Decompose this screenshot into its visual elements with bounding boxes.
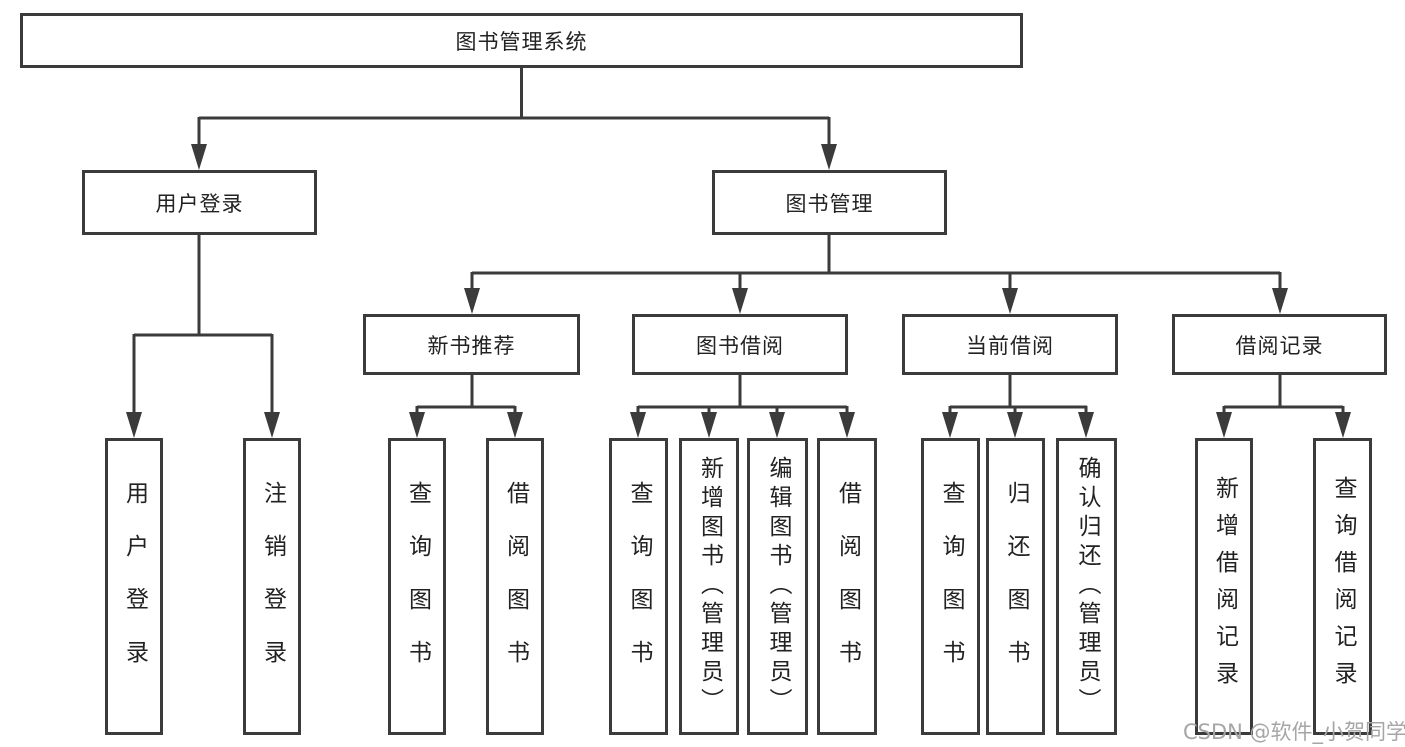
leaf-borrow-edit-books-admin: 编辑图书（管理员） (747, 438, 808, 735)
leaf-current-query-books: 查询图书 (921, 438, 980, 735)
leaf-current-confirm-return-admin: 确认归还（管理员） (1056, 438, 1117, 735)
leaf-borrow-query-books: 查询图书 (609, 438, 668, 735)
leaf-logout: 注销登录 (243, 438, 301, 735)
node-root: 图书管理系统 (20, 13, 1023, 68)
leaf-borrow-add-books-admin-label: 新增图书（管理员） (696, 456, 723, 717)
node-current-borrow: 当前借阅 (902, 314, 1118, 375)
leaf-records-query-record-label: 查询借阅记录 (1330, 475, 1356, 698)
node-book-management-label: 图书管理 (785, 191, 874, 216)
node-user-login-label: 用户登录 (155, 191, 244, 216)
leaf-records-query-record: 查询借阅记录 (1313, 438, 1372, 735)
node-current-borrow-label: 当前借阅 (966, 333, 1054, 358)
leaf-logout-label: 注销登录 (259, 480, 286, 693)
leaf-current-confirm-return-admin-label: 确认归还（管理员） (1074, 456, 1100, 717)
leaf-borrow-borrow-books-label: 借阅图书 (834, 480, 861, 693)
leaf-borrow-borrow-books: 借阅图书 (817, 438, 877, 735)
leaf-borrow-edit-books-admin-label: 编辑图书（管理员） (765, 456, 791, 717)
node-root-label: 图书管理系统 (455, 29, 588, 54)
leaf-borrow-query-books-label: 查询图书 (626, 480, 652, 693)
arrowheads (126, 144, 1351, 438)
leaf-user-login: 用户登录 (105, 438, 163, 735)
node-book-borrow-label: 图书借阅 (696, 333, 784, 358)
node-borrow-records: 借阅记录 (1172, 314, 1387, 375)
leaf-current-return-books-label: 归还图书 (1003, 480, 1029, 693)
leaf-borrow-add-books-admin: 新增图书（管理员） (679, 438, 739, 735)
leaf-user-login-label: 用户登录 (121, 480, 148, 693)
watermark: CSDN @软件_小贺同学 (1183, 720, 1405, 744)
node-new-book-recommend: 新书推荐 (363, 314, 580, 375)
node-borrow-records-label: 借阅记录 (1235, 333, 1324, 358)
leaf-recommend-borrow-books: 借阅图书 (486, 438, 544, 735)
leaf-records-add-record: 新增借阅记录 (1195, 438, 1253, 735)
leaf-current-return-books: 归还图书 (986, 438, 1045, 735)
node-book-borrow: 图书借阅 (632, 314, 848, 375)
leaf-recommend-borrow-books-label: 借阅图书 (502, 480, 529, 693)
node-book-management: 图书管理 (712, 170, 947, 235)
leaf-current-query-books-label: 查询图书 (938, 480, 964, 693)
leaf-records-add-record-label: 新增借阅记录 (1211, 475, 1238, 698)
leaf-recommend-query-books-label: 查询图书 (404, 480, 431, 693)
leaf-recommend-query-books: 查询图书 (388, 438, 446, 735)
node-new-book-recommend-label: 新书推荐 (427, 333, 516, 358)
node-user-login: 用户登录 (82, 170, 317, 235)
